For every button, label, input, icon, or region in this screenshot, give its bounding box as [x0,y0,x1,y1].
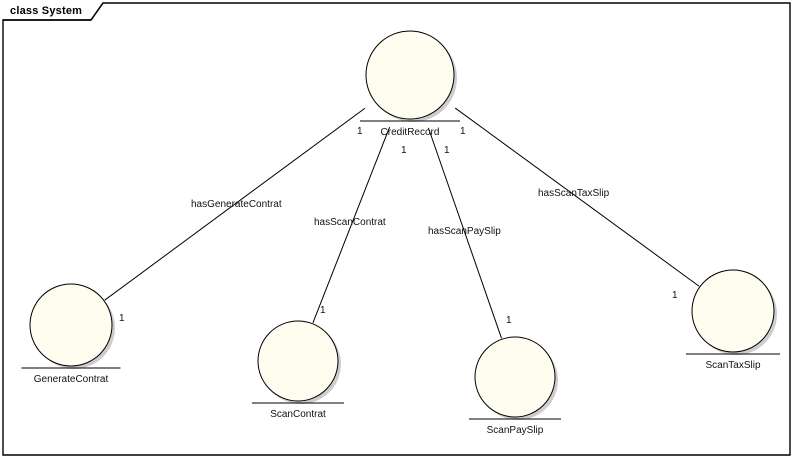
association-line[interactable] [454,107,700,287]
node-scantaxslip[interactable]: ScanTaxSlip [686,269,780,371]
node-label: ScanContrat [270,409,326,420]
node-circle[interactable] [691,269,775,353]
association-hasScanPaySlip[interactable] [427,127,503,339]
multiplicity-source-hasGenerateContrat: 1 [357,126,363,137]
association-label-hasGenerateContrat: hasGenerateContrat [191,199,282,210]
association-label-hasScanTaxSlip: hasScanTaxSlip [538,188,610,199]
multiplicity-target-hasScanPaySlip: 1 [506,315,512,326]
association-line[interactable] [312,126,391,324]
node-label: CreditRecord [381,127,440,138]
multiplicity-target-hasGenerateContrat: 1 [119,313,125,324]
diagram-nodes: CreditRecordGenerateContratScanContratSc… [21,30,780,436]
association-line[interactable] [427,127,503,339]
node-generatecontrat[interactable]: GenerateContrat [21,283,121,385]
node-circle[interactable] [29,283,113,367]
node-circle[interactable] [474,336,556,418]
node-scanpayslip[interactable]: ScanPaySlip [469,336,561,436]
node-circle[interactable] [257,320,339,402]
association-hasScanTaxSlip[interactable] [454,107,700,287]
node-label: ScanTaxSlip [705,360,760,371]
frame-title: class System [10,5,83,17]
multiplicity-source-hasScanTaxSlip: 1 [460,126,466,137]
association-line[interactable] [104,107,366,301]
multiplicity-target-hasScanContrat: 1 [320,305,326,316]
node-label: ScanPaySlip [487,425,544,436]
node-creditrecord[interactable]: CreditRecord [360,30,460,138]
frame-tab-notch [90,2,104,21]
association-label-hasScanContrat: hasScanContrat [314,217,386,228]
node-scancontrat[interactable]: ScanContrat [252,320,344,420]
multiplicity-source-hasScanPaySlip: 1 [444,145,450,156]
multiplicity-source-hasScanContrat: 1 [401,145,407,156]
node-label: GenerateContrat [34,374,109,385]
node-circle[interactable] [365,30,455,120]
multiplicity-target-hasScanTaxSlip: 1 [672,290,678,301]
association-edges [104,107,700,339]
association-hasScanContrat[interactable] [312,126,391,324]
association-label-hasScanPaySlip: hasScanPaySlip [428,226,501,237]
association-hasGenerateContrat[interactable] [104,107,366,301]
